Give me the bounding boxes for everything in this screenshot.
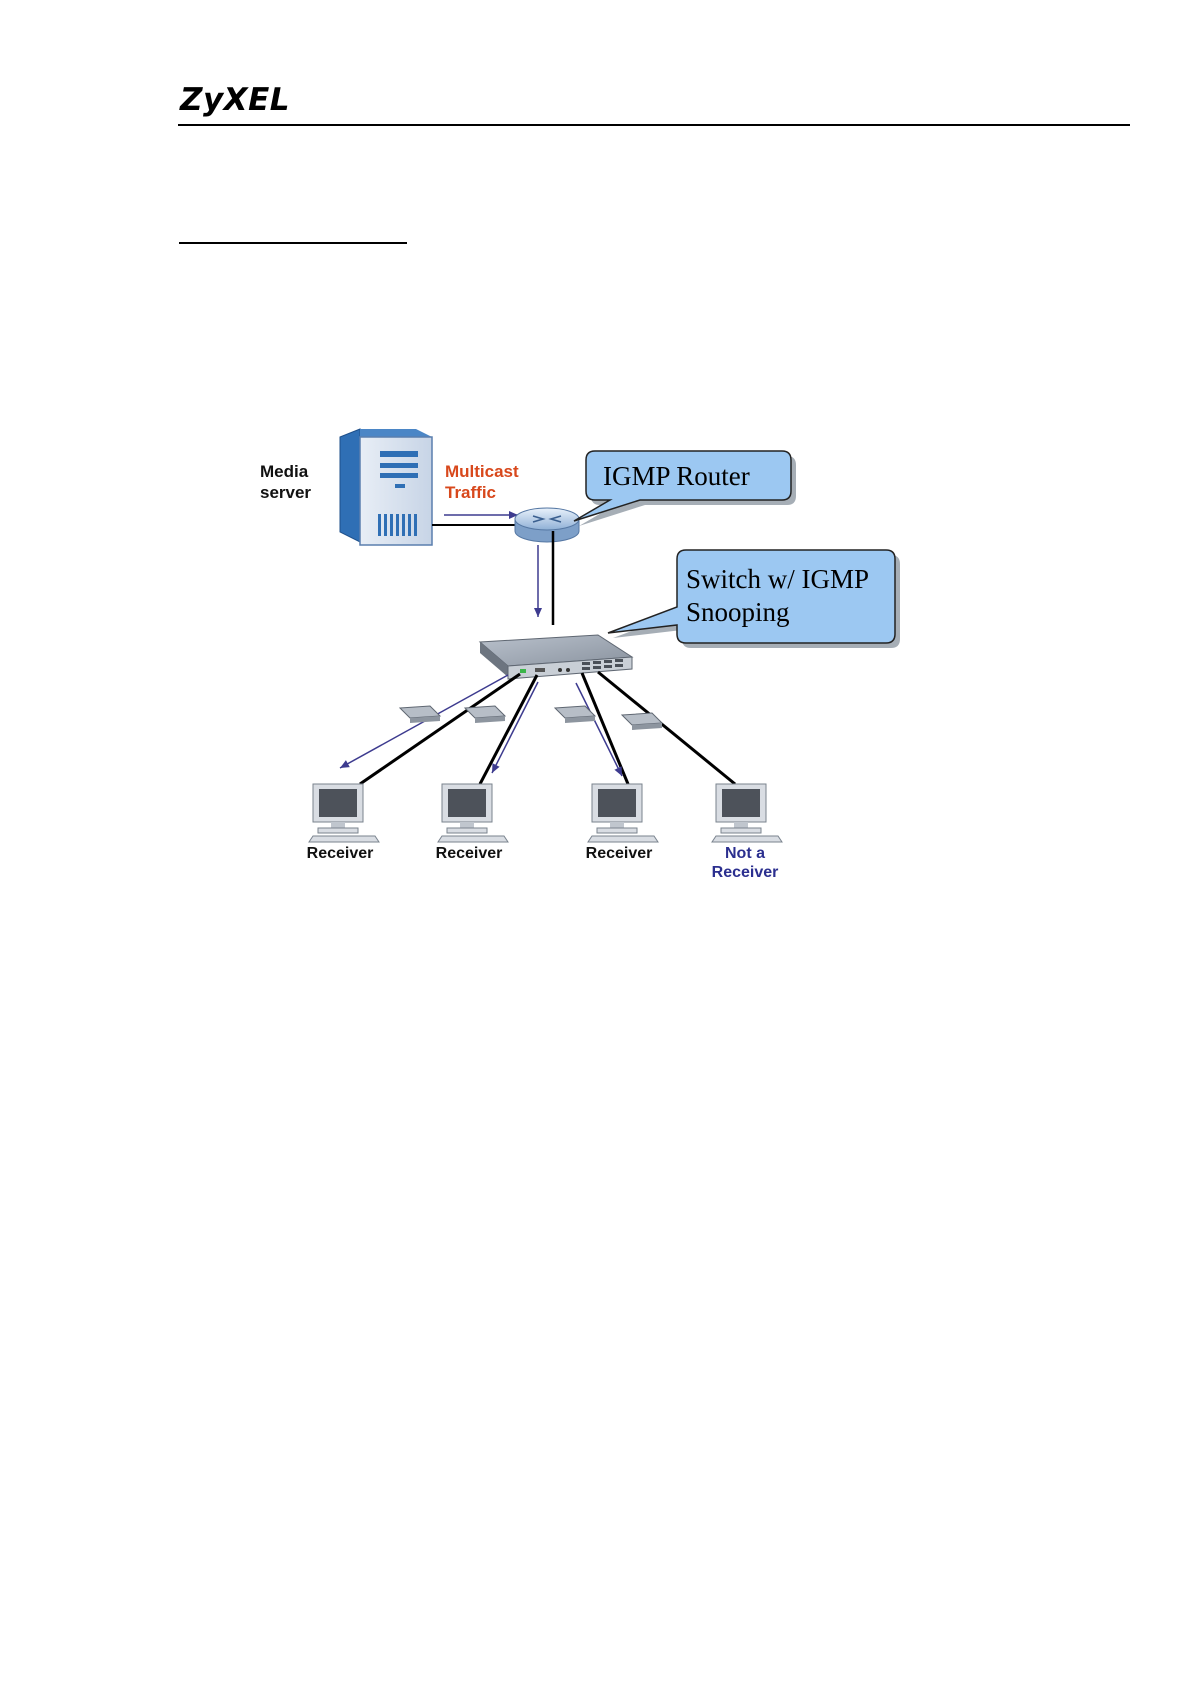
receiver-label: Receiver [586, 845, 653, 862]
hub-icon [622, 713, 662, 730]
traffic-arrows [340, 675, 622, 776]
router-callout-text: IGMP Router [603, 461, 750, 491]
receiver-pc-icon [588, 784, 658, 842]
igmp-snooping-diagram: Media server Multicast Traffic IGMP Rout… [190, 407, 920, 912]
media-server-label: Media [260, 462, 309, 481]
media-server-label: server [260, 483, 311, 502]
switch-callout-text: Snooping [686, 597, 790, 627]
hub-icon [465, 706, 505, 723]
multicast-traffic-label: Multicast [445, 462, 519, 481]
hub-icon [400, 706, 440, 723]
receiver-label: Receiver [307, 845, 374, 862]
router-icon [515, 508, 579, 542]
switch-pc-links [360, 672, 735, 784]
zyxel-logo: ZyXEL [180, 82, 290, 118]
header-rule [178, 124, 1130, 126]
receiver-label: Receiver [436, 845, 503, 862]
switch-callout-text: Switch w/ IGMP [686, 564, 869, 594]
receiver-pc-icon [438, 784, 508, 842]
receiver-pc-icon [309, 784, 379, 842]
igmp-snooping-switch-icon [480, 635, 632, 679]
non-receiver-label: Receiver [712, 864, 779, 881]
media-server-icon [340, 429, 432, 545]
non-receiver-label: Not a [725, 845, 765, 862]
non-receiver-pc-icon [712, 784, 782, 842]
multicast-traffic-label: Traffic [445, 483, 496, 502]
section-heading-underline [179, 242, 407, 244]
